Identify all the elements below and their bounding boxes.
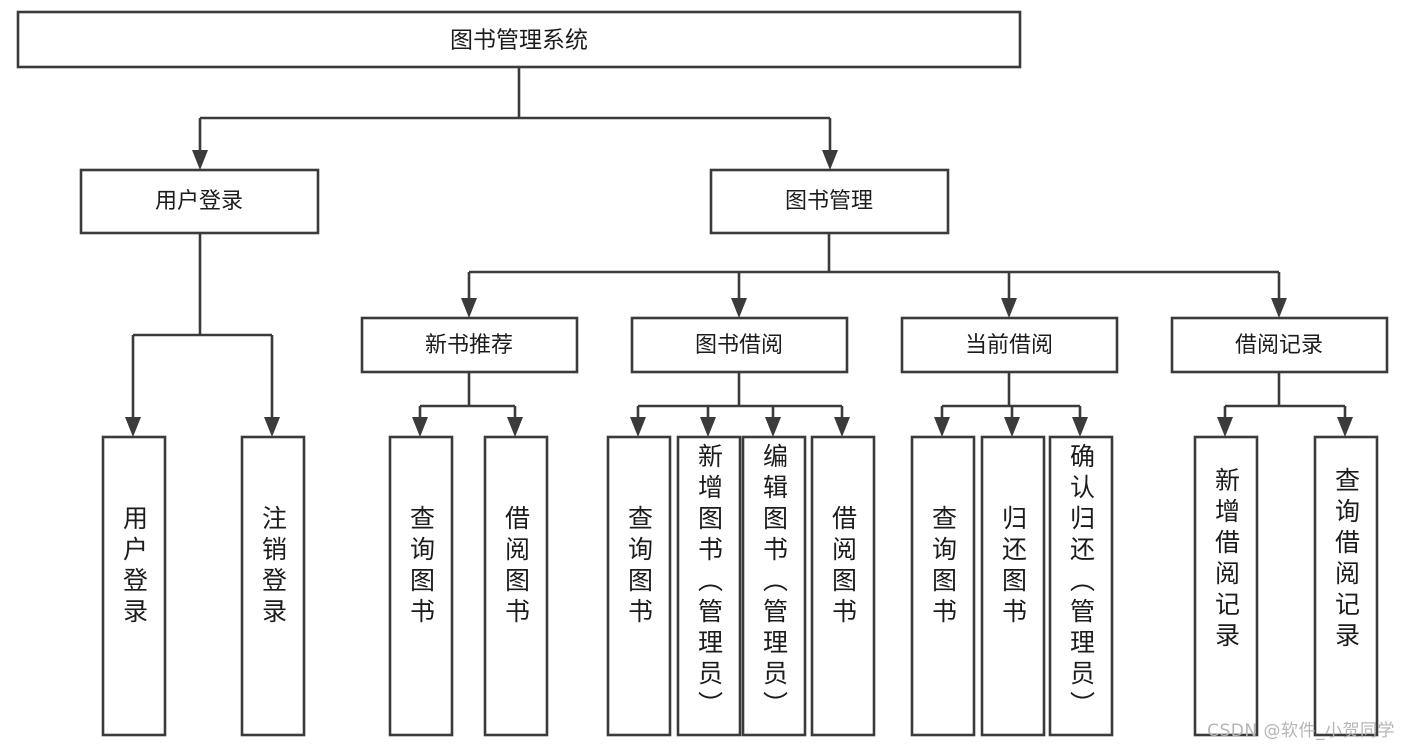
node-book-management-box[interactable] bbox=[709, 168, 950, 235]
connector-userlogin-to-leaves bbox=[125, 233, 280, 437]
leaf-box-user-login-1[interactable] bbox=[240, 435, 306, 737]
node-book-borrow[interactable]: 图书借阅 bbox=[630, 316, 849, 374]
arrow-icon bbox=[731, 298, 747, 318]
leaf-box-book-borrow-0[interactable] bbox=[606, 435, 672, 737]
arrow-icon bbox=[1337, 417, 1353, 437]
node-new-book-recommend-box[interactable] bbox=[360, 316, 579, 374]
node-current-borrow-box[interactable] bbox=[900, 316, 1119, 374]
leaf-box-borrow-record-1[interactable] bbox=[1313, 435, 1379, 737]
arrow-icon bbox=[264, 417, 280, 437]
node-book-borrow-label: 图书借阅 bbox=[695, 333, 783, 358]
watermark: CSDN @软件_小贺同学 bbox=[1207, 721, 1395, 741]
arrow-icon bbox=[934, 417, 950, 437]
arrow-icon bbox=[1217, 417, 1233, 437]
connector-root-to-level2 bbox=[192, 67, 838, 170]
arrow-icon bbox=[507, 417, 523, 437]
arrow-icon bbox=[192, 150, 208, 170]
leaf-box-new-book-1[interactable] bbox=[483, 435, 549, 737]
arrow-icon bbox=[1004, 417, 1020, 437]
arrow-icon bbox=[1072, 417, 1088, 437]
arrow-icon bbox=[834, 417, 850, 437]
node-root-label: 图书管理系统 bbox=[450, 28, 588, 54]
arrow-icon bbox=[765, 417, 781, 437]
leaf-box-new-book-0[interactable] bbox=[388, 435, 454, 737]
arrow-icon bbox=[1271, 298, 1287, 318]
leaf-box-current-borrow-2[interactable] bbox=[1048, 435, 1114, 737]
connector-borrowrecord-to-leaves bbox=[1217, 372, 1353, 437]
node-new-book-recommend[interactable]: 新书推荐 bbox=[360, 316, 579, 374]
arrow-icon bbox=[822, 150, 838, 170]
node-new-book-recommend-label: 新书推荐 bbox=[425, 333, 513, 358]
node-book-borrow-box[interactable] bbox=[630, 316, 849, 374]
leaf-box-book-borrow-3[interactable] bbox=[810, 435, 876, 737]
node-book-management-label: 图书管理 bbox=[785, 189, 873, 214]
connector-currentborrow-to-leaves bbox=[934, 372, 1088, 437]
leaf-box-current-borrow-0[interactable] bbox=[910, 435, 976, 737]
node-borrow-record-box[interactable] bbox=[1170, 316, 1389, 374]
node-user-login[interactable]: 用户登录 bbox=[79, 168, 320, 235]
arrow-icon bbox=[700, 417, 716, 437]
arrow-icon bbox=[412, 417, 428, 437]
arrow-icon bbox=[1001, 298, 1017, 318]
connector-bookborrow-to-leaves bbox=[630, 372, 850, 437]
connector-bookmgmt-to-level3 bbox=[461, 233, 1287, 318]
leaf-box-book-borrow-2[interactable] bbox=[741, 435, 807, 737]
node-current-borrow-label: 当前借阅 bbox=[965, 333, 1053, 358]
node-borrow-record[interactable]: 借阅记录 bbox=[1170, 316, 1389, 374]
connector-newbook-to-leaves bbox=[412, 372, 523, 437]
leaf-box-borrow-record-0[interactable] bbox=[1193, 435, 1259, 737]
node-user-login-box[interactable] bbox=[79, 168, 320, 235]
arrow-icon bbox=[125, 417, 141, 437]
node-root-box[interactable] bbox=[16, 10, 1022, 69]
node-borrow-record-label: 借阅记录 bbox=[1235, 333, 1323, 358]
leaf-box-book-borrow-1[interactable] bbox=[676, 435, 742, 737]
arrow-icon bbox=[461, 298, 477, 318]
node-book-management[interactable]: 图书管理 bbox=[709, 168, 950, 235]
node-root[interactable]: 图书管理系统 bbox=[16, 10, 1022, 69]
leaf-box-current-borrow-1[interactable] bbox=[980, 435, 1046, 737]
arrow-icon bbox=[630, 417, 646, 437]
node-user-login-label: 用户登录 bbox=[155, 189, 243, 214]
leaf-box-user-login-0[interactable] bbox=[101, 435, 167, 737]
node-current-borrow[interactable]: 当前借阅 bbox=[900, 316, 1119, 374]
